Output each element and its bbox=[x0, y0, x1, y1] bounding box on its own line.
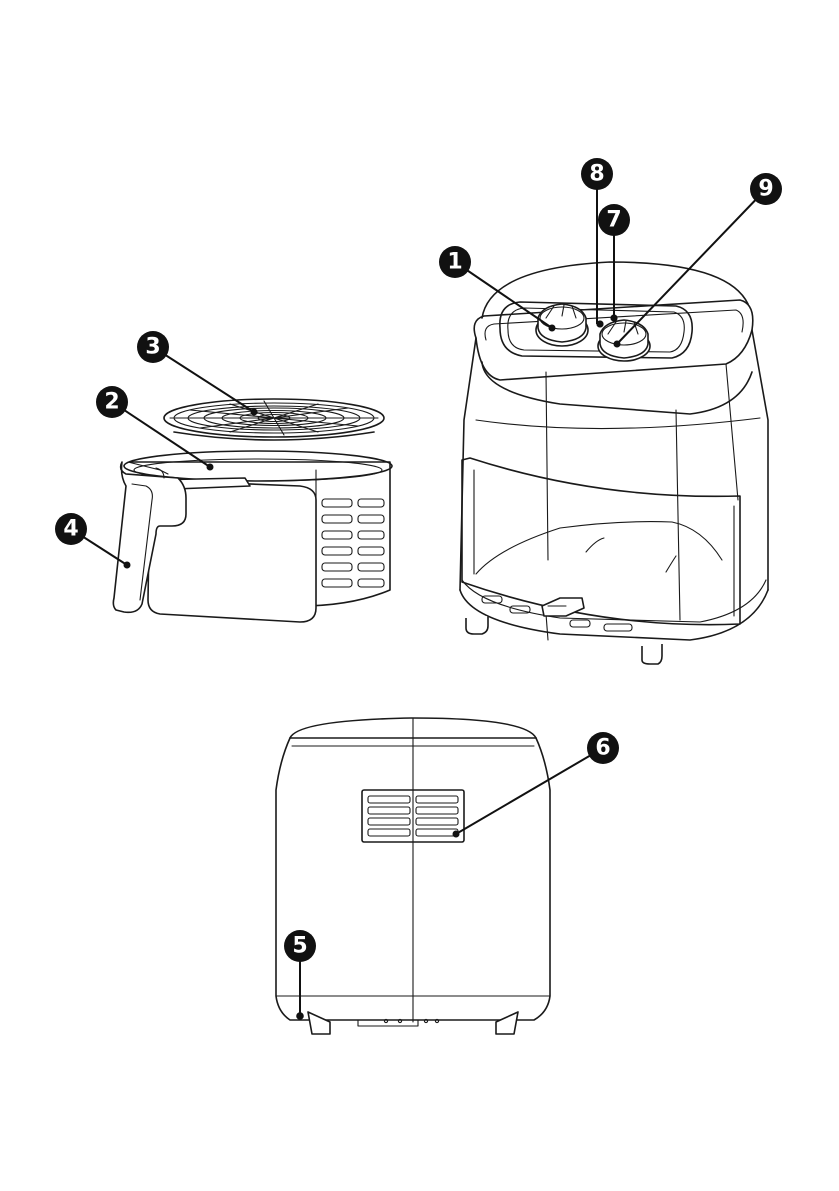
callout-8-label: 8 bbox=[589, 162, 604, 187]
callout-1: 1 bbox=[439, 246, 471, 278]
callout-5: 5 bbox=[284, 930, 316, 962]
callout-8: 8 bbox=[581, 158, 613, 190]
base-drawer bbox=[460, 580, 768, 664]
viewing-window bbox=[462, 458, 740, 625]
callout-2-label: 2 bbox=[104, 390, 119, 415]
air-fryer-front-view bbox=[460, 262, 768, 664]
callout-3-label: 3 bbox=[145, 335, 160, 360]
callout-7-label: 7 bbox=[606, 208, 621, 233]
callout-4-label: 4 bbox=[63, 517, 78, 542]
basket-vent-slots bbox=[322, 499, 384, 587]
callout-7: 7 bbox=[598, 204, 630, 236]
callout-4: 4 bbox=[55, 513, 87, 545]
callout-9: 9 bbox=[750, 173, 782, 205]
callout-3: 3 bbox=[137, 331, 169, 363]
callout-1-label: 1 bbox=[447, 250, 462, 275]
basket-assembly bbox=[113, 399, 392, 622]
callout-9-label: 9 bbox=[758, 177, 773, 202]
callout-2: 2 bbox=[96, 386, 128, 418]
air-fryer-rear-view bbox=[276, 718, 550, 1034]
callout-5-label: 5 bbox=[292, 934, 307, 959]
crisping-plate bbox=[164, 399, 384, 440]
callout-6: 6 bbox=[587, 732, 619, 764]
main-body bbox=[460, 330, 768, 620]
timer-knob[interactable] bbox=[598, 320, 650, 361]
callout-6-label: 6 bbox=[595, 736, 610, 761]
temperature-knob[interactable] bbox=[536, 304, 588, 346]
